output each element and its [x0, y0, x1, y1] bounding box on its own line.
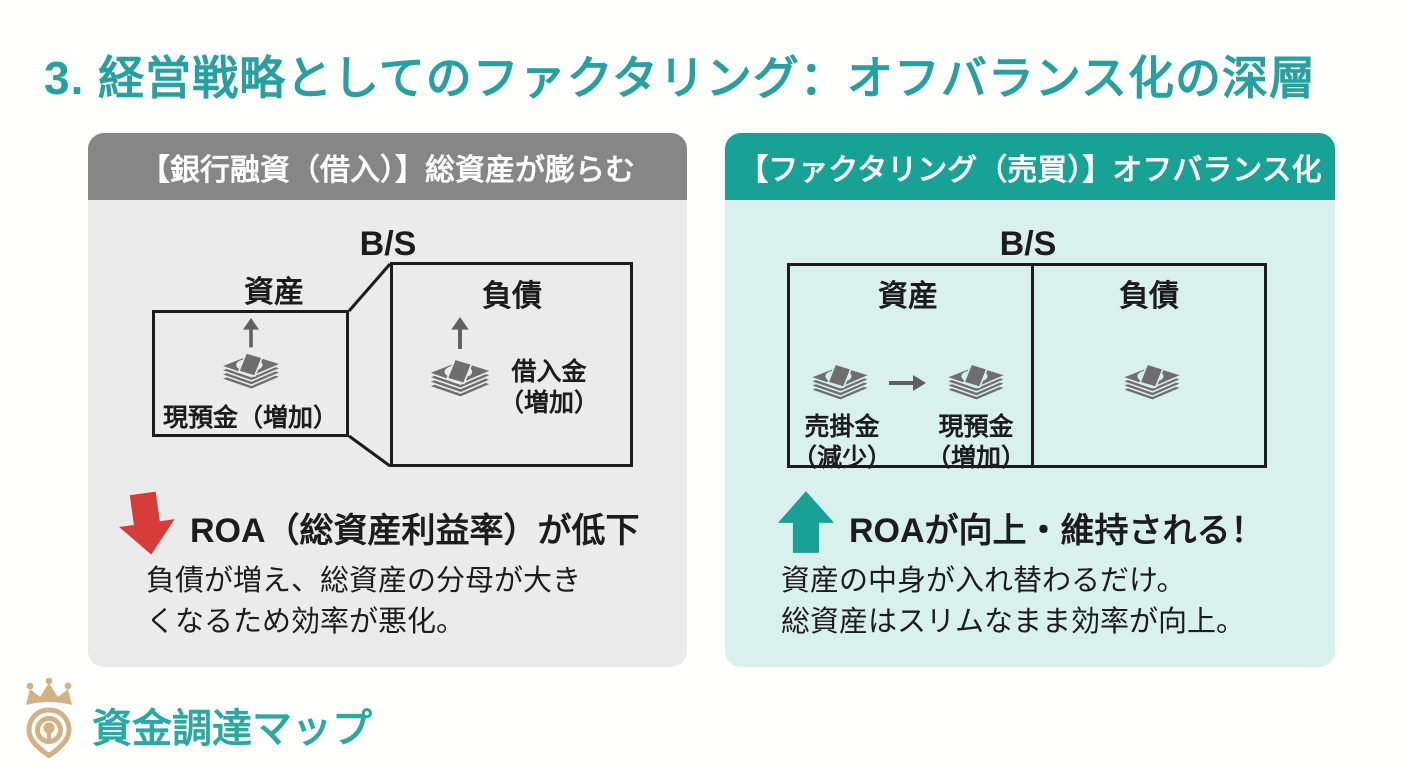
liabilities-label-left: 負債	[482, 280, 542, 313]
money-stack-icon	[427, 358, 493, 399]
money-stack-icon	[945, 363, 1007, 402]
bs-divider	[1031, 266, 1034, 465]
desc-line: 総資産はスリムなまま効率が向上。	[781, 606, 1246, 638]
increase-arrow-icon	[240, 318, 261, 349]
bank-loan-panel: 【銀行融資（借入）】総資産が膨らむ B/S 資産 負債 現預金（増加） 借入金 …	[88, 133, 687, 667]
cash-increase-label: 現預金 （増加）	[926, 412, 1026, 474]
roa-down-description: 負債が増え、総資産の分母が大き くなるため効率が悪化。	[146, 561, 581, 643]
assets-label-right: 資産	[878, 280, 938, 313]
cash-line2: （増加）	[925, 444, 1027, 472]
money-stack-icon	[809, 363, 871, 402]
swap-arrow-icon	[888, 373, 928, 393]
increase-arrow-icon	[449, 317, 471, 350]
bs-title-right: B/S	[999, 225, 1057, 263]
assets-label-left: 資産	[244, 276, 304, 309]
receivable-line2: （減少）	[791, 444, 893, 472]
money-stack-icon	[1121, 363, 1183, 402]
roa-up-description: 資産の中身が入れ替わるだけ。 総資産はスリムなまま効率が向上。	[781, 561, 1245, 643]
cash-line1: 現預金	[938, 413, 1014, 441]
desc-line: 資産の中身が入れ替わるだけ。	[781, 565, 1186, 597]
factoring-panel-header: 【ファクタリング（売買）】オフバランス化	[725, 133, 1335, 200]
desc-line: 負債が増え、総資産の分母が大き	[146, 565, 582, 597]
receivable-line1: 売掛金	[804, 413, 880, 441]
bs-title-left: B/S	[359, 225, 417, 263]
receivable-decrease-label: 売掛金 （減少）	[792, 412, 892, 474]
brand-footer: 資金調達マップ	[16, 678, 372, 758]
roa-up-heading: ROAが向上・維持される！	[849, 512, 1265, 550]
cash-increase-label: 現預金（増加）	[162, 404, 338, 432]
liabilities-label-right: 負債	[1119, 280, 1179, 313]
balance-sheet-box: 売掛金 （減少） 現預金 （増加）	[787, 263, 1267, 472]
bank-loan-panel-header: 【銀行融資（借入）】総資産が膨らむ	[88, 133, 687, 200]
brand-name: 資金調達マップ	[92, 707, 372, 751]
assets-box: 現預金（増加）	[152, 310, 349, 437]
big-up-arrow-icon	[777, 491, 835, 553]
desc-line: くなるため効率が悪化。	[146, 606, 466, 638]
page-title: 3. 経営戦略としてのファクタリング：オフバランス化の深層	[44, 52, 1317, 104]
loan-label-line2: （増加）	[498, 389, 600, 417]
crown-pin-logo-icon	[26, 678, 72, 758]
factoring-panel: 【ファクタリング（売買）】オフバランス化 B/S 資産 負債 売掛金 （減少） …	[725, 133, 1335, 667]
roa-down-heading: ROA（総資産利益率）が低下	[190, 512, 640, 550]
big-down-arrow-icon	[119, 491, 175, 555]
loan-increase-label: 借入金 （増加）	[499, 357, 599, 419]
liabilities-box: 借入金 （増加）	[390, 262, 633, 467]
loan-label-line1: 借入金	[511, 358, 587, 386]
money-stack-icon	[219, 352, 282, 391]
